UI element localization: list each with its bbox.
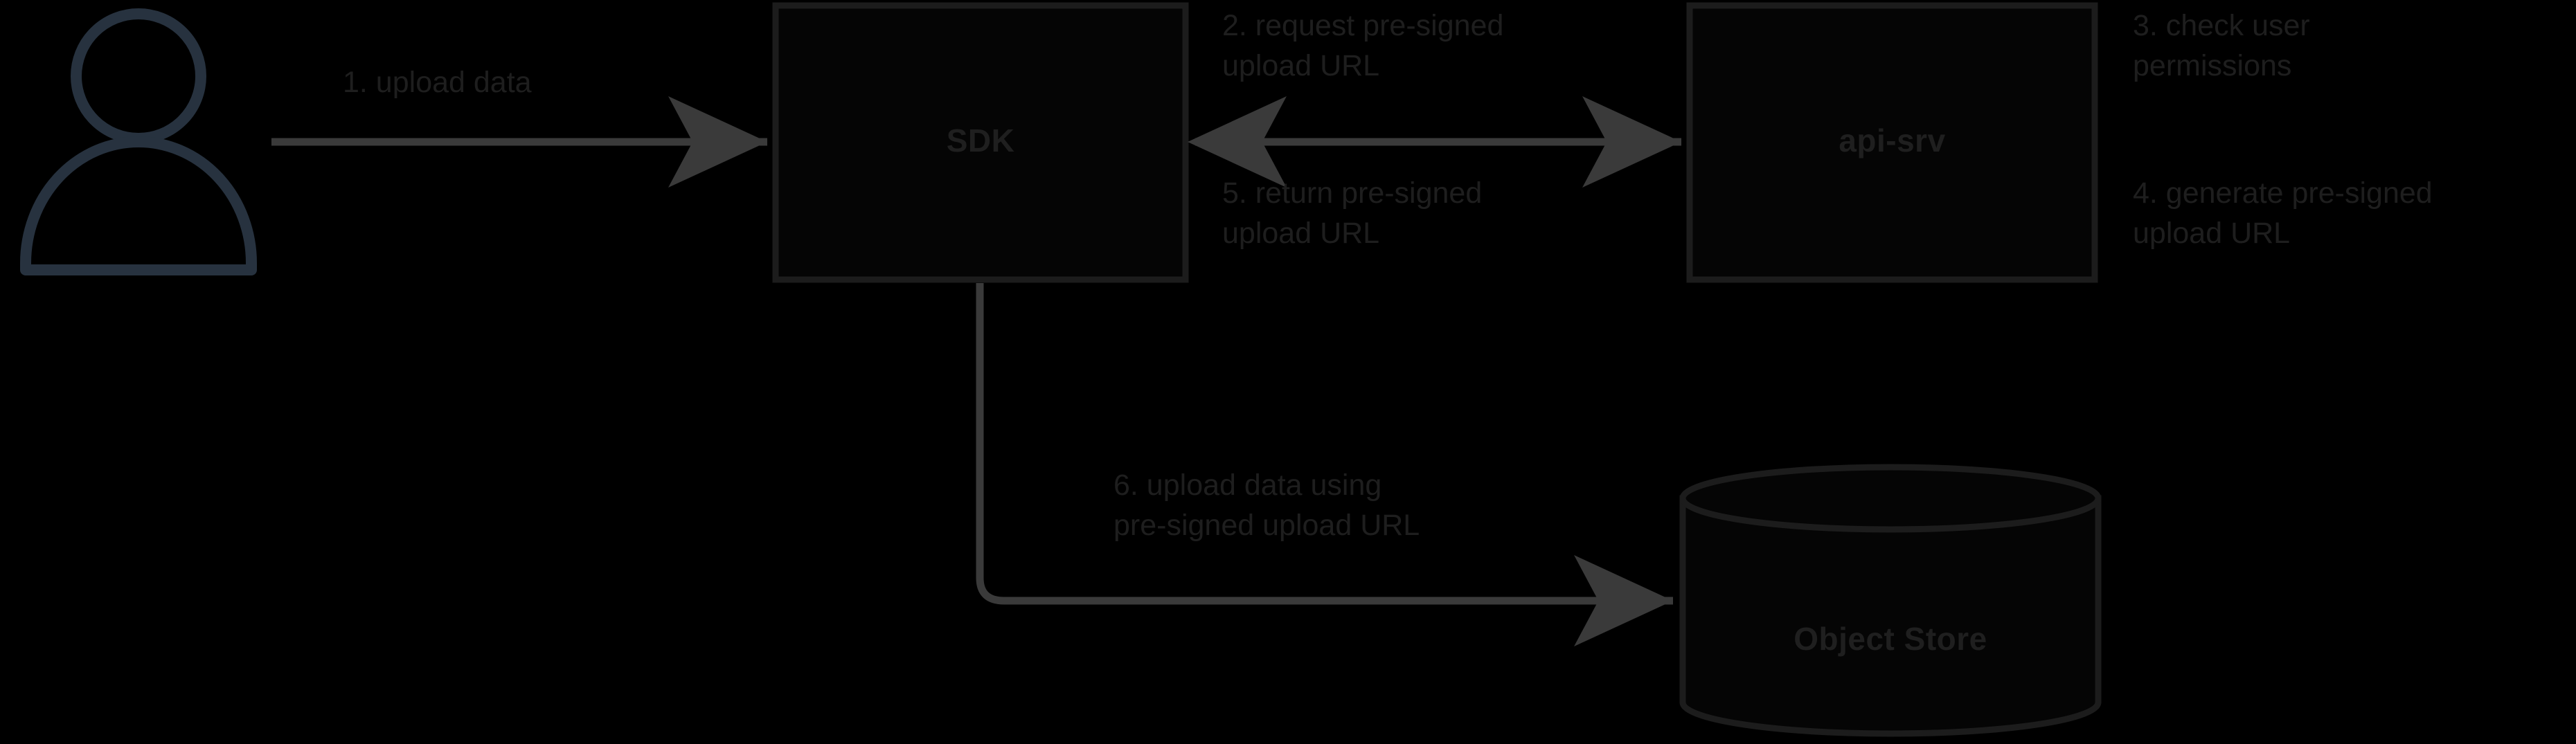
annotation-check-user-permissions: 3. check user permissions [2133, 9, 2310, 83]
edge-label-return-presigned-url: 5. return pre-signed upload URL [1222, 176, 1483, 251]
edge-label-upload-using-presigned-url: 6. upload data using pre-signed upload U… [1113, 469, 1420, 543]
sdk-box-shape [772, 2, 1189, 283]
api-srv-node-label: api-srv [1839, 123, 1946, 158]
edge-sdk-objectstore-line [976, 283, 1673, 646]
object-store-cylinder-shape [1679, 464, 2102, 737]
api-srv-box-shape [1686, 2, 2098, 283]
object-store-node-label: Object Store [1794, 621, 1987, 657]
edge-label-request-presigned-url: 2. request pre-signed upload URL [1222, 9, 1504, 83]
edge-label-upload-data: 1. upload data [343, 66, 532, 99]
annotation-generate-presigned-url: 4. generate pre-signed upload URL [2133, 176, 2433, 251]
sdk-node-label: SDK [946, 123, 1015, 158]
user-actor-icon [20, 8, 257, 275]
